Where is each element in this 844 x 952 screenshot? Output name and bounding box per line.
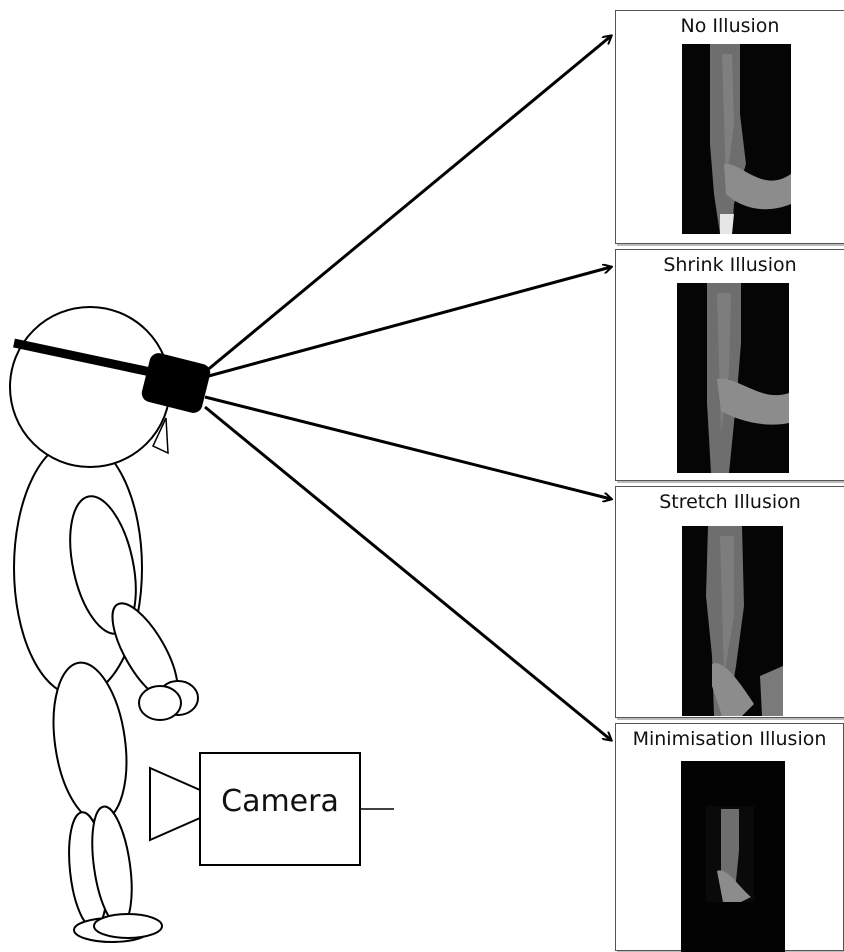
panel-no-illusion: No Illusion — [615, 10, 844, 244]
panel-title: Stretch Illusion — [616, 491, 844, 513]
arrow-minimisation-illusion — [205, 407, 611, 740]
leg-photo-no-illusion — [682, 44, 791, 234]
leg-image — [677, 283, 789, 473]
leg-image — [681, 761, 785, 952]
panel-title: Minimisation Illusion — [616, 728, 843, 750]
leg-photo-shrink-illusion — [677, 283, 789, 473]
leg-image — [682, 526, 783, 716]
leg-image — [682, 44, 791, 234]
panel-title: No Illusion — [616, 15, 844, 37]
person-foot-front — [94, 914, 162, 938]
leg-photo-stretch-illusion — [682, 526, 783, 716]
panel-stretch-illusion: Stretch Illusion — [615, 486, 844, 718]
arrow-stretch-illusion — [205, 397, 611, 499]
projection-arrows — [205, 36, 611, 740]
panel-minimisation-illusion: Minimisation Illusion — [615, 723, 844, 951]
panel-title: Shrink Illusion — [616, 254, 844, 276]
panel-shrink-illusion: Shrink Illusion — [615, 249, 844, 481]
person-hand-front — [139, 686, 181, 720]
camera-label: Camera — [221, 784, 339, 819]
camera-lens-icon — [150, 768, 200, 840]
leg-photo-minimisation-illusion — [681, 761, 785, 952]
